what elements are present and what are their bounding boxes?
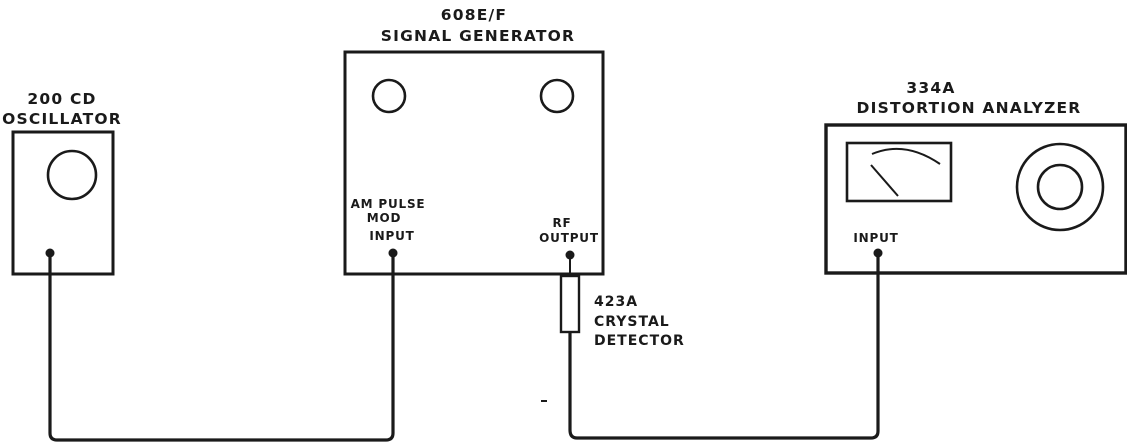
signal-generator-left-knob[interactable] [371,78,407,114]
am-input-label-line1: AM PULSE [351,197,426,211]
analyzer-input-jack[interactable] [873,248,883,258]
cable-detector-to-analyzer-input [568,257,880,440]
am-input-label-line2: MOD [367,211,402,225]
meter-window [845,141,953,203]
detector-name-line2: DETECTOR [594,333,685,349]
meter-needle [870,164,899,197]
signal-generator-name: SIGNAL GENERATOR [381,27,575,45]
detector-model: 423A [594,294,638,310]
cable-oscillator-to-am-input [48,257,395,442]
oscillator-output-jack[interactable] [45,248,55,258]
oscillator-name: OSCILLATOR [2,110,122,128]
distortion-analyzer-model: 334A [906,79,955,97]
am-input-label-line3: INPUT [369,229,414,243]
oscillator-dial-knob [46,149,98,201]
analyzer-input-label: INPUT [853,231,898,245]
oscillator-model: 200 CD [27,90,96,108]
meter-scale-arc [871,147,941,165]
rf-output-label-line2: OUTPUT [539,231,599,245]
rf-output-label-line1: RF [552,216,571,230]
signal-generator-model: 608E/F [441,6,507,24]
am-pulse-mod-input-jack[interactable] [388,248,398,258]
rf-output-jack[interactable] [565,250,575,260]
detector-body [559,274,581,334]
oscillator: 200 CD OSCILLATOR [2,90,122,276]
signal-generator-right-knob[interactable] [539,78,575,114]
signal-generator: 608E/F SIGNAL GENERATOR AM PULSE MOD INP… [343,6,605,276]
distortion-analyzer-name: DISTORTION ANALYZER [857,99,1082,117]
analyzer-inner-knob[interactable] [1036,163,1084,211]
detector-name-line1: CRYSTAL [594,314,670,330]
distortion-analyzer: 334A DISTORTION ANALYZER INPUT [824,79,1127,275]
